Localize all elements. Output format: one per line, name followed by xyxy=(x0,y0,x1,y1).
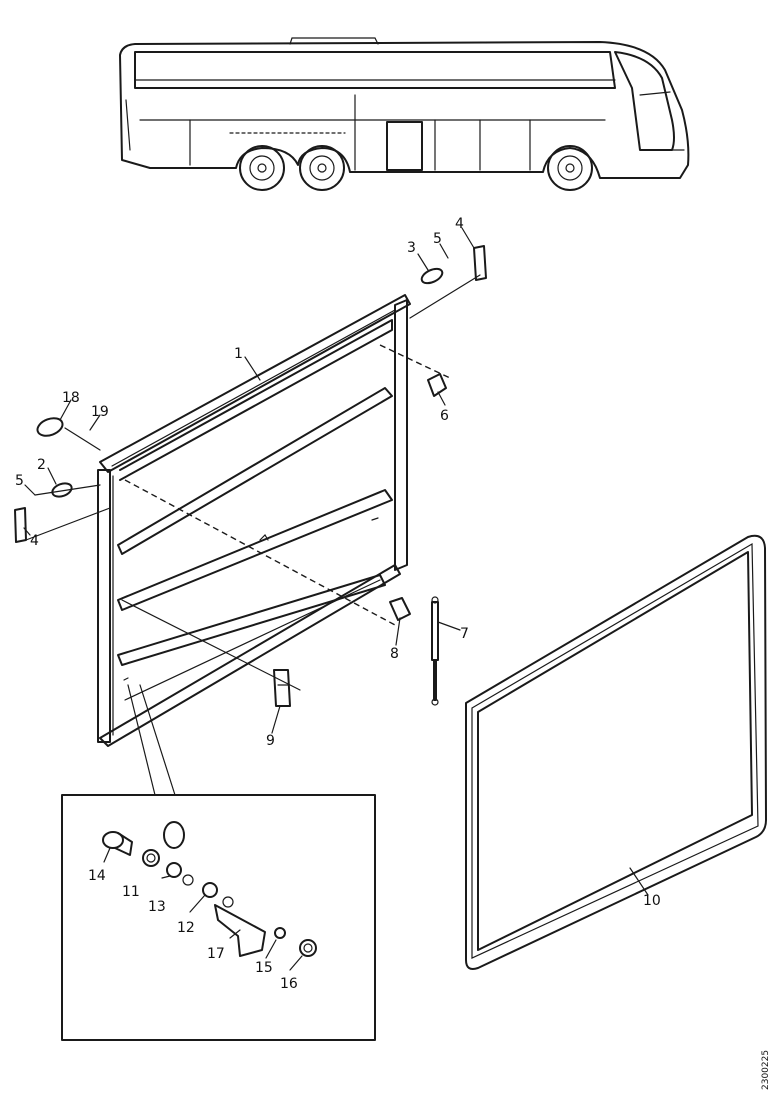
callout-16: 16 xyxy=(280,976,298,992)
callout-5-left: 5 xyxy=(15,473,24,489)
highlighted-hatch xyxy=(386,121,423,171)
callout-17: 17 xyxy=(207,946,225,962)
callout-4-left: 4 xyxy=(30,533,39,549)
callout-leaders xyxy=(23,227,649,896)
callout-19: 19 xyxy=(91,404,109,420)
part-11-nut xyxy=(142,849,160,867)
part-15-washer xyxy=(274,927,286,939)
callout-13: 13 xyxy=(148,899,166,915)
part-4-bracket-right xyxy=(409,245,487,319)
callout-8: 8 xyxy=(390,646,399,662)
callout-4-right: 4 xyxy=(455,216,464,232)
rear-wheel-2 xyxy=(299,145,345,191)
callout-5-right: 5 xyxy=(433,231,442,247)
callout-15: 15 xyxy=(255,960,273,976)
part-4-bracket-left xyxy=(14,507,111,543)
part-8-hinge xyxy=(389,597,411,621)
callout-12: 12 xyxy=(177,920,195,936)
callout-7: 7 xyxy=(460,626,469,642)
part-2-clip xyxy=(34,482,101,498)
callout-18: 18 xyxy=(62,390,80,406)
callout-9: 9 xyxy=(266,733,275,749)
rear-wheel-1 xyxy=(239,145,285,191)
part-6-hinge xyxy=(427,373,447,397)
part-17-latch-plate xyxy=(214,904,266,957)
part-13-cover xyxy=(163,821,185,878)
callout-3: 3 xyxy=(407,240,416,256)
callout-11: 11 xyxy=(122,884,140,900)
callout-2: 2 xyxy=(37,457,46,473)
bus-side-view xyxy=(119,37,690,191)
drawing-code: 2300225 xyxy=(761,1050,771,1090)
part-12-washer xyxy=(202,882,218,898)
callout-1: 1 xyxy=(234,346,243,362)
part-14-lock-cylinder xyxy=(102,831,133,856)
part-9-latch xyxy=(273,669,291,707)
hatch-seal xyxy=(465,534,767,970)
callout-6: 6 xyxy=(440,408,449,424)
part-3-clip xyxy=(420,267,444,285)
part-7-gas-strut xyxy=(431,596,439,706)
callout-14: 14 xyxy=(88,868,106,884)
part-16-nut xyxy=(299,939,317,957)
front-wheel xyxy=(547,145,593,191)
detail-inset xyxy=(61,684,376,1041)
hatch-frame xyxy=(97,294,451,747)
part-18-cap xyxy=(36,417,101,451)
callout-10: 10 xyxy=(643,893,661,909)
